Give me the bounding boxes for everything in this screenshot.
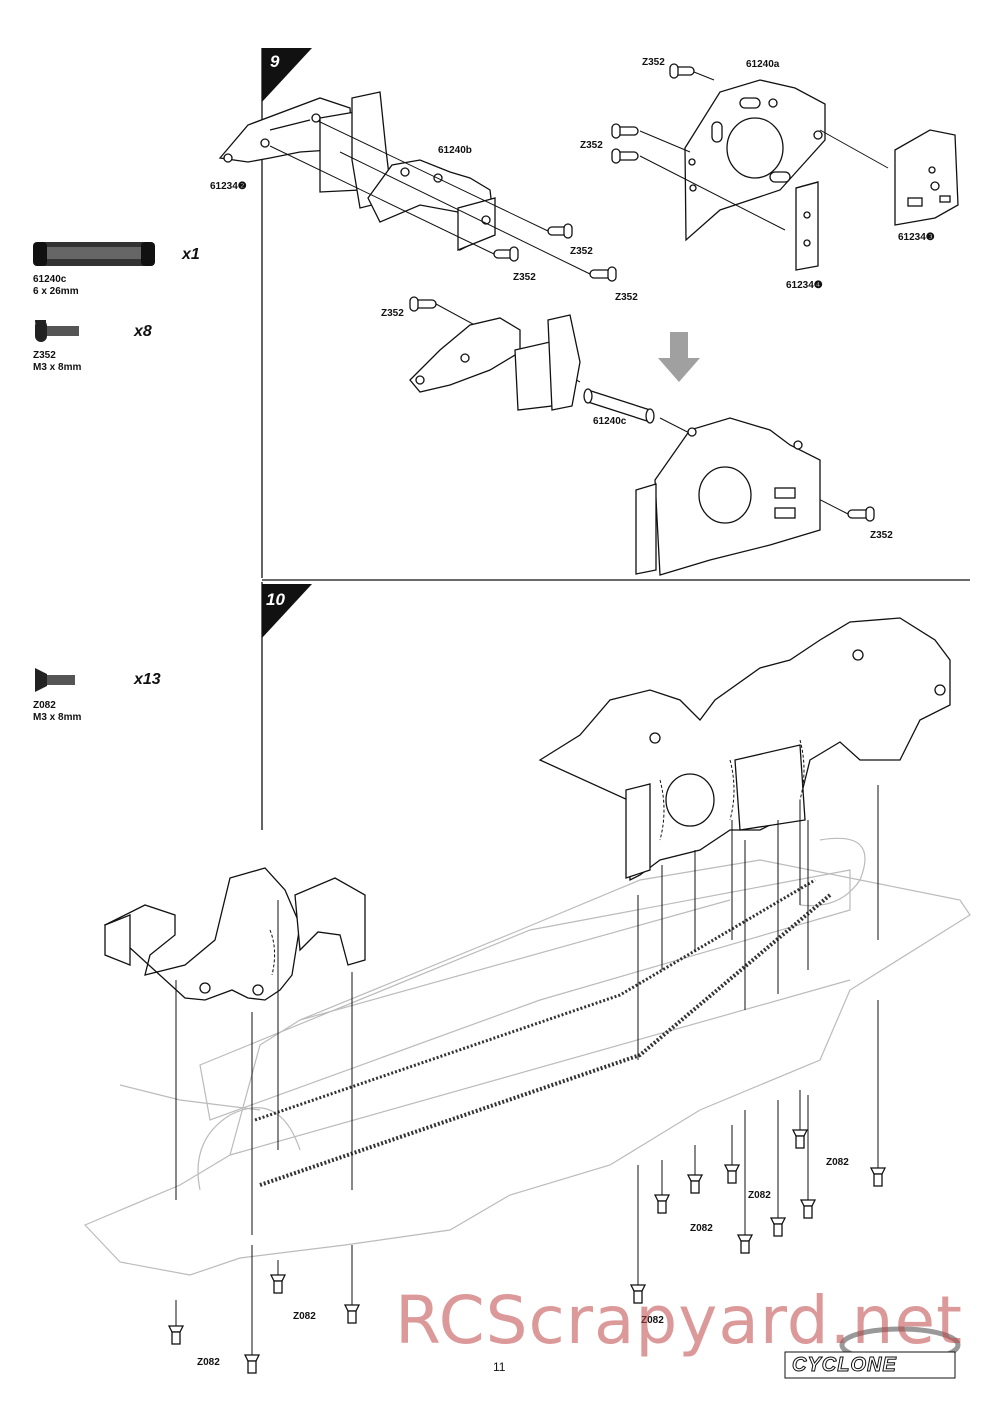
part-size: M3 x 8mm [33, 712, 82, 723]
step9-badge [262, 48, 312, 102]
label-z082: Z082 [748, 1190, 771, 1201]
label-z082: Z082 [641, 1315, 664, 1326]
bulkhead-assembly-rear [538, 617, 951, 882]
part-code: 61240c [33, 274, 67, 285]
parts-list-item-z352: Z352 M3 x 8mm [33, 350, 81, 374]
label-z352: Z352 [381, 308, 404, 319]
step9-number: 9 [270, 52, 280, 71]
part-size: 6 x 26mm [33, 286, 79, 297]
label-z082: Z082 [293, 1311, 316, 1322]
screws-step9 [409, 63, 875, 522]
screw-z082-icon [35, 668, 75, 692]
page-number: 11 [493, 1360, 506, 1374]
parts-list-item-z082: Z082 M3 x 8mm [33, 700, 81, 724]
tube-61240c [583, 388, 655, 424]
label-61234-2: 61234❷ [210, 181, 247, 192]
label-z352: Z352 [615, 292, 638, 303]
tube-61240c-icon [33, 242, 155, 266]
label-z352: Z352 [570, 246, 593, 257]
label-61240a: 61240a [746, 59, 780, 70]
label-z082: Z082 [197, 1357, 220, 1368]
cyclone-logo-icon [784, 1326, 961, 1379]
assembly-step9-front [409, 314, 581, 411]
label-z352: Z352 [513, 272, 536, 283]
drive-belt [254, 878, 832, 1187]
screws-step10 [167, 1129, 887, 1374]
assembly-step9-rear [635, 417, 821, 576]
label-z352: Z352 [642, 57, 665, 68]
down-arrow-icon [658, 332, 700, 382]
part-qty: x13 [134, 671, 161, 688]
label-z082: Z082 [826, 1157, 849, 1168]
post-61234-4 [795, 181, 819, 271]
label-z352: Z352 [870, 530, 893, 541]
bulkhead-61234-3 [894, 129, 959, 226]
brand-logo: CYCLONE [792, 1354, 897, 1377]
screw-z352-icon [35, 320, 79, 342]
label-61234-3: 61234❸ [898, 232, 935, 243]
bulkhead-assembly-front [103, 867, 366, 1001]
parts-list-item-61240c: 61240c 6 x 26mm [33, 274, 79, 298]
motor-plate-61240a [684, 79, 826, 242]
chassis [83, 837, 971, 1276]
watermark: RCScrapyard.net [395, 1282, 963, 1359]
label-61240c: 61240c [593, 416, 627, 427]
label-z082: Z082 [690, 1223, 713, 1234]
part-qty: x8 [134, 323, 152, 340]
label-z352: Z352 [580, 140, 603, 151]
motor-plate-61240b [367, 159, 496, 252]
step10-number: 10 [266, 590, 285, 609]
label-61240b: 61240b [438, 145, 472, 156]
arrows-step10 [175, 785, 879, 1355]
part-size: M3 x 8mm [33, 362, 82, 373]
part-code: Z352 [33, 350, 56, 361]
part-qty: x1 [182, 246, 200, 263]
part-code: Z082 [33, 700, 56, 711]
step10-badge [262, 584, 312, 638]
label-61234-4: 61234❹ [786, 280, 823, 291]
